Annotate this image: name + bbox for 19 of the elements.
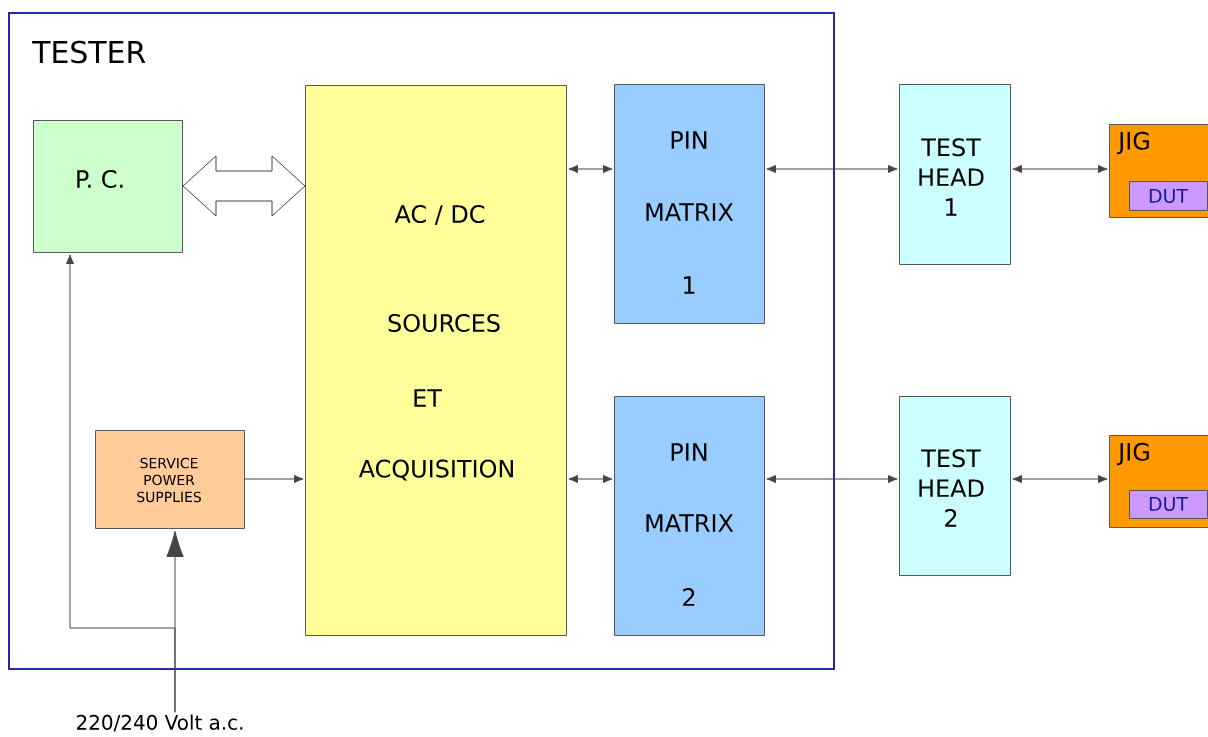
arrow — [244, 474, 304, 484]
arrow — [65, 254, 176, 713]
arrow — [1012, 474, 1108, 484]
arrow — [1012, 164, 1108, 174]
arrow — [766, 164, 898, 174]
process-box: AC / DC SOURCES ET ACQUISITION — [305, 85, 567, 636]
process-box: SERVICE POWER SUPPLIES — [95, 430, 245, 529]
arrow — [568, 164, 613, 174]
process-box: TEST HEAD 2 — [899, 396, 1011, 576]
block-arrow — [182, 155, 306, 217]
arrow — [568, 474, 613, 484]
process-box: P. C. — [33, 120, 183, 253]
supply-label: 220/240 Volt a.c. — [77, 714, 243, 732]
process-box: PIN MATRIX 1 — [614, 84, 765, 324]
process-box: PIN MATRIX 2 — [614, 396, 765, 636]
process-box: TEST HEAD 1 — [899, 84, 1011, 265]
dut-box: DUT — [1129, 490, 1208, 519]
dut-box: DUT — [1129, 181, 1208, 211]
arrow — [766, 474, 898, 484]
